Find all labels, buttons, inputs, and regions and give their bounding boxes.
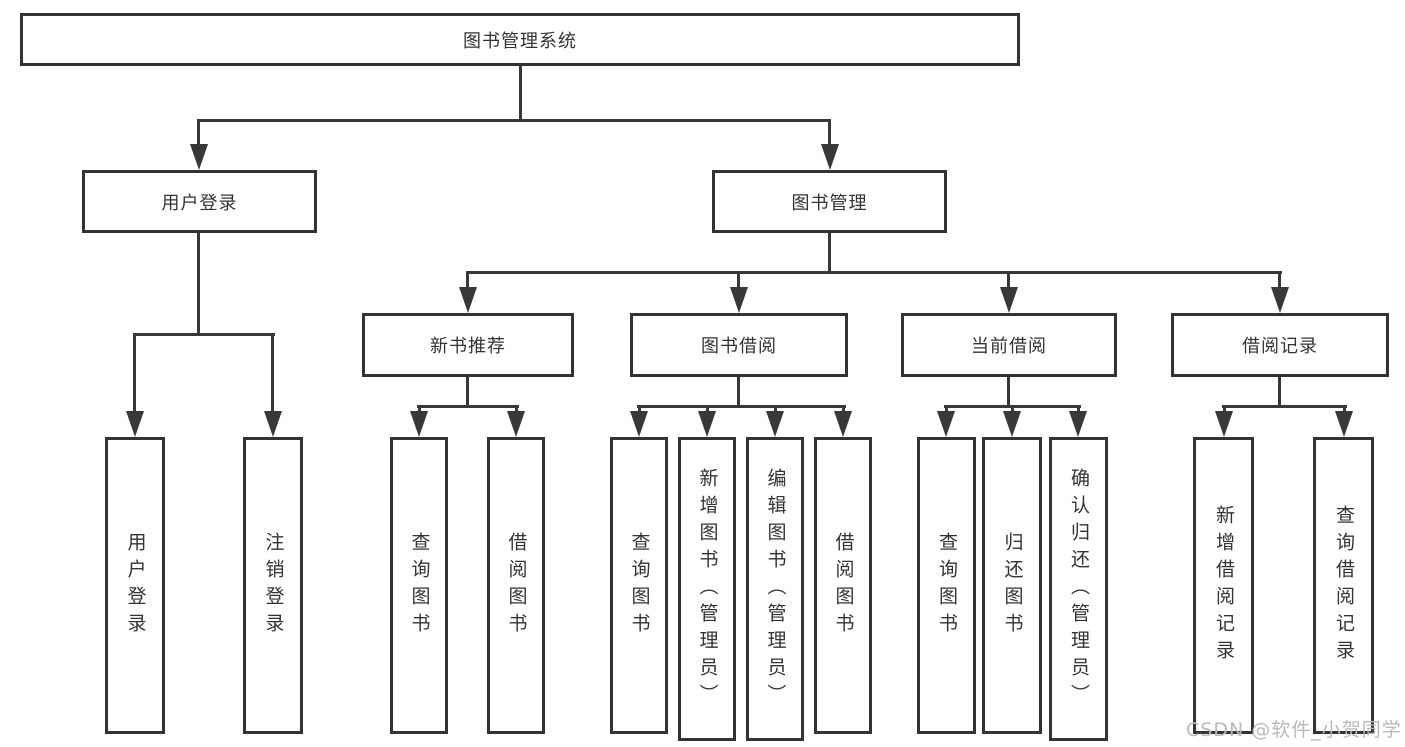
node-label: 查询图书 <box>936 531 958 640</box>
node-label: 确认归还（管理员） <box>1068 467 1090 711</box>
node-label: 图书管理 <box>791 192 868 214</box>
arrow-down-icon <box>1003 411 1021 437</box>
arrow-down-icon <box>630 411 648 437</box>
node-label: 归还图书 <box>1001 531 1024 640</box>
leaf-borrow-books-2: 借阅图书 <box>814 437 872 734</box>
connector-line <box>1011 405 1014 413</box>
connector-line <box>737 271 740 289</box>
node-label: 查询借阅记录 <box>1333 504 1355 667</box>
node-label: 新增图书（管理员） <box>696 467 719 711</box>
arrow-down-icon <box>126 411 144 437</box>
connector-line <box>638 405 641 413</box>
connector-line <box>417 405 519 408</box>
connector-line <box>828 233 831 273</box>
node-label: 借阅图书 <box>505 531 528 640</box>
arrow-down-icon <box>1271 287 1289 313</box>
node-book-borrow: 图书借阅 <box>630 313 848 377</box>
leaf-add-books-admin: 新增图书（管理员） <box>678 437 736 741</box>
connector-line <box>1077 405 1080 413</box>
arrow-down-icon <box>698 411 716 437</box>
arrow-down-icon <box>937 411 955 437</box>
arrow-down-icon <box>507 411 525 437</box>
connector-line <box>828 119 831 146</box>
node-label: 新书推荐 <box>430 336 506 357</box>
node-label: 借阅记录 <box>1242 336 1318 357</box>
leaf-query-books-1: 查询图书 <box>390 437 448 734</box>
arrow-down-icon <box>1215 411 1233 437</box>
arrow-down-icon <box>730 287 748 313</box>
connector-line <box>706 405 709 413</box>
arrow-down-icon <box>834 411 852 437</box>
connector-line <box>197 119 831 122</box>
node-label: 用户登录 <box>124 531 147 640</box>
connector-line <box>774 405 777 413</box>
connector-line <box>466 377 469 408</box>
arrow-down-icon <box>1000 287 1018 313</box>
node-library-system: 图书管理系统 <box>20 13 1020 66</box>
node-label: 查询图书 <box>628 531 651 640</box>
connector-line <box>133 333 275 336</box>
arrow-down-icon <box>264 411 282 437</box>
leaf-user-login: 用户登录 <box>105 437 165 734</box>
connector-line <box>1007 271 1010 289</box>
arrow-down-icon <box>190 144 208 170</box>
leaf-query-books-2: 查询图书 <box>610 437 668 734</box>
connector-line <box>1343 405 1346 413</box>
connector-line <box>197 119 200 146</box>
arrow-down-icon <box>459 287 477 313</box>
arrow-down-icon <box>1335 411 1353 437</box>
node-user-login: 用户登录 <box>82 170 317 233</box>
connector-line <box>637 405 846 408</box>
connector-line <box>1278 377 1281 408</box>
arrow-down-icon <box>410 411 428 437</box>
leaf-add-borrow-record: 新增借阅记录 <box>1193 437 1254 734</box>
connector-line <box>519 66 522 120</box>
connector-line <box>515 405 518 413</box>
node-current-borrow: 当前借阅 <box>901 313 1117 377</box>
connector-line <box>1007 377 1010 408</box>
node-new-book-recommend: 新书推荐 <box>362 313 574 377</box>
node-label: 用户登录 <box>161 192 238 214</box>
connector-line <box>945 405 948 413</box>
leaf-return-books: 归还图书 <box>982 437 1042 734</box>
connector-line <box>1278 271 1281 289</box>
leaf-borrow-books-1: 借阅图书 <box>487 437 545 734</box>
node-borrow-records: 借阅记录 <box>1171 313 1389 377</box>
connector-line <box>737 377 740 408</box>
node-label: 借阅图书 <box>832 531 855 640</box>
arrow-down-icon <box>821 144 839 170</box>
node-label: 当前借阅 <box>971 336 1047 357</box>
node-label: 查询图书 <box>408 531 431 640</box>
connector-line <box>1223 405 1226 413</box>
arrow-down-icon <box>1069 411 1087 437</box>
connector-line <box>133 333 136 413</box>
node-label: 注销登录 <box>262 531 285 640</box>
arrow-down-icon <box>766 411 784 437</box>
leaf-query-borrow-record: 查询借阅记录 <box>1313 437 1374 734</box>
node-label: 新增借阅记录 <box>1213 504 1235 667</box>
node-label: 图书管理系统 <box>463 30 577 52</box>
node-label: 编辑图书（管理员） <box>764 467 787 711</box>
node-label: 图书借阅 <box>701 336 777 357</box>
leaf-confirm-return-admin: 确认归还（管理员） <box>1049 437 1108 741</box>
leaf-query-books-3: 查询图书 <box>917 437 976 734</box>
connector-line <box>466 271 1282 274</box>
connector-line <box>197 233 200 335</box>
node-book-management: 图书管理 <box>712 170 947 233</box>
connector-line <box>466 271 469 289</box>
csdn-watermark: CSDN @软件_小贺同学 <box>1186 719 1402 741</box>
connector-line <box>842 405 845 413</box>
connector-line <box>1222 405 1347 408</box>
leaf-edit-books-admin: 编辑图书（管理员） <box>746 437 804 741</box>
leaf-logout-login: 注销登录 <box>243 437 303 734</box>
connector-line <box>271 333 274 413</box>
connector-line <box>418 405 421 413</box>
